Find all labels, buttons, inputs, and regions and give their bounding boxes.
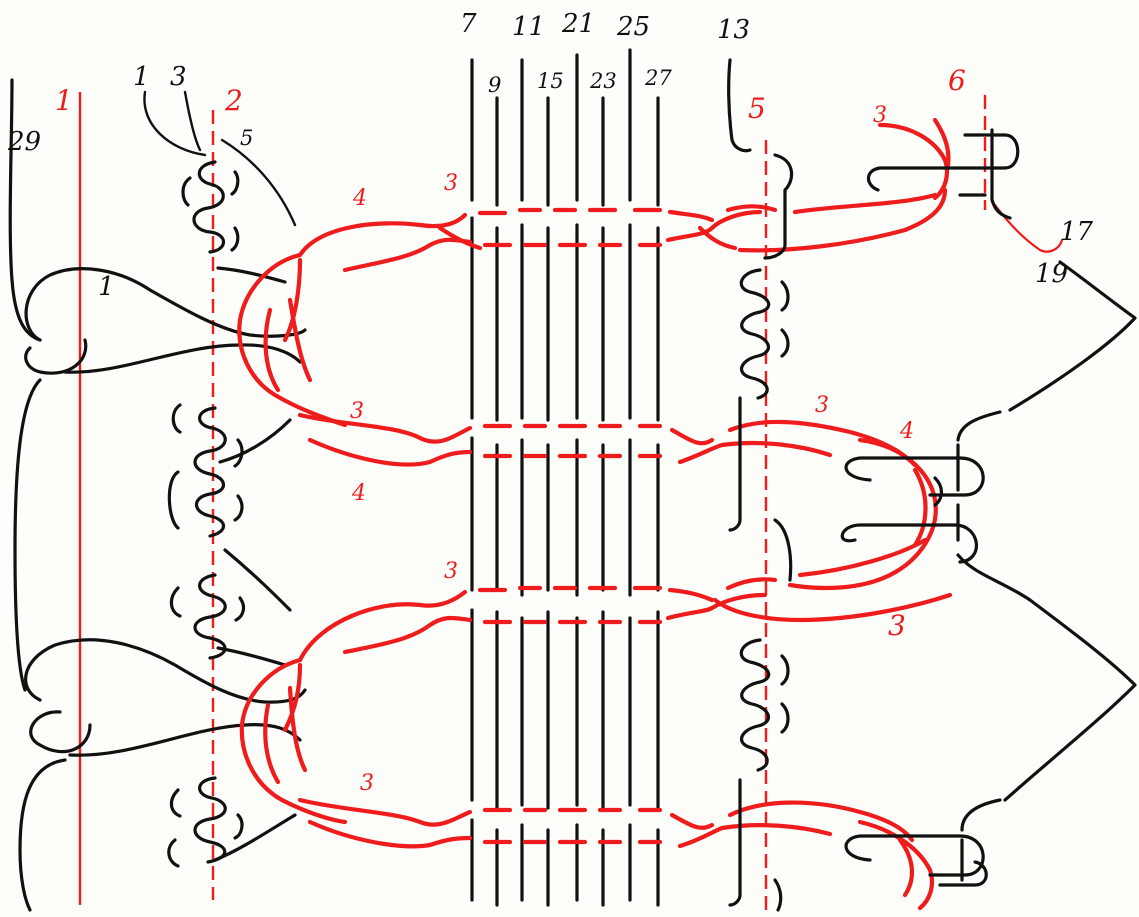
label-cord-19: 19 — [1035, 259, 1068, 289]
red-top-right-hook — [877, 117, 951, 201]
label-guide-6: 6 — [948, 64, 966, 97]
top-right-hitch — [866, 128, 1020, 220]
right-hitch-column — [727, 58, 794, 912]
red-ring-mid-b — [307, 437, 833, 467]
label-cord-15: 15 — [537, 69, 564, 93]
label-strand-i: 3 — [888, 609, 906, 642]
cord-1-top — [143, 90, 207, 157]
red-ring-lower-b — [342, 537, 928, 655]
label-strand-a: 4 — [352, 186, 367, 211]
label-cord-27: 27 — [644, 66, 672, 90]
label-strand-e: 3 — [444, 559, 458, 584]
label-cord-5: 5 — [240, 126, 253, 150]
warp-strands — [470, 48, 660, 907]
cord-5-diag-bottom — [213, 813, 297, 862]
label-strand-b: 3 — [444, 171, 458, 196]
red-hook-17 — [993, 203, 1064, 253]
labels: 1 3 5 29 1 7 9 11 15 21 23 25 27 13 17 1… — [7, 9, 1094, 796]
label-cord-21: 21 — [561, 9, 595, 39]
label-guide-2: 2 — [224, 84, 243, 117]
red-curl-right-mid — [787, 437, 938, 591]
label-cord-17: 17 — [1060, 217, 1094, 247]
right-hitch-chain-d — [728, 778, 783, 912]
left-cord-loops — [8, 78, 307, 912]
label-cord-25: 25 — [616, 12, 650, 42]
cord-5-top — [220, 138, 297, 227]
label-loop-1: 1 — [98, 272, 115, 302]
label-strand-g: 3 — [815, 393, 829, 418]
cord-5-diag-lower — [216, 646, 287, 667]
red-ring-lower-c — [712, 592, 953, 623]
label-cord-7: 7 — [460, 9, 477, 39]
upper-loop-tail — [24, 338, 302, 375]
label-strand-h: 4 — [899, 419, 914, 444]
label-strand-j: 3 — [873, 103, 887, 128]
zigzag-lower — [956, 553, 1137, 802]
right-hitch-chain-c — [739, 638, 790, 772]
red-ring-mid-a — [297, 412, 918, 468]
guide-lines — [78, 92, 987, 912]
red-ring-upper-c — [437, 187, 948, 253]
mid-right-hitch — [840, 410, 1002, 564]
label-cord-29: 29 — [7, 127, 41, 157]
hitch-chain-upper — [181, 160, 240, 254]
bottom-right-hitch — [844, 798, 1002, 887]
label-strand-c: 3 — [350, 399, 364, 424]
red-ring-upper-a — [297, 204, 778, 258]
left-hitch-chain — [143, 90, 297, 868]
label-cord-9: 9 — [488, 73, 501, 97]
red-ring-bottom-a — [297, 797, 915, 843]
hitch-chain-mid — [167, 403, 244, 538]
label-cord-11: 11 — [512, 12, 545, 42]
cord-29 — [8, 78, 42, 342]
red-ring-bottom-b — [307, 819, 833, 849]
right-hitch-chain-b — [728, 396, 793, 582]
label-cord-1: 1 — [133, 62, 150, 92]
right-hitch-chain-a — [739, 268, 790, 400]
working-cords — [237, 117, 1064, 911]
cord-5-diag-upper — [223, 548, 292, 612]
label-guide-1: 1 — [55, 84, 73, 117]
cord-29-bottom — [18, 758, 67, 912]
lower-loop — [24, 638, 307, 704]
left-connector — [13, 378, 42, 692]
label-strand-d: 4 — [351, 481, 366, 506]
red-curl-right-bottom — [857, 819, 935, 911]
hitch-chain-bottom — [167, 776, 244, 868]
red-loop-upper — [237, 252, 348, 428]
red-ring-upper-b — [342, 192, 938, 273]
far-right-knots — [840, 128, 1137, 887]
cord-3-top — [183, 90, 202, 152]
hitch-chain-lower — [169, 573, 246, 660]
label-cord-3: 3 — [170, 62, 187, 92]
cord-5-diag-mid — [216, 266, 287, 284]
label-guide-5: 5 — [748, 92, 766, 125]
cord-5-diag-center — [218, 418, 292, 464]
cord-13 — [727, 58, 752, 153]
lower-loop-tail — [29, 710, 302, 757]
red-ring-lower-a — [297, 577, 778, 663]
label-cord-23: 23 — [589, 69, 617, 93]
right-hitch-upper — [763, 153, 794, 260]
label-cord-13: 13 — [717, 15, 750, 45]
label-strand-f: 3 — [360, 771, 374, 796]
red-loop-lower — [239, 657, 348, 825]
zigzag-upper — [1008, 260, 1137, 412]
upper-loop — [24, 267, 307, 342]
